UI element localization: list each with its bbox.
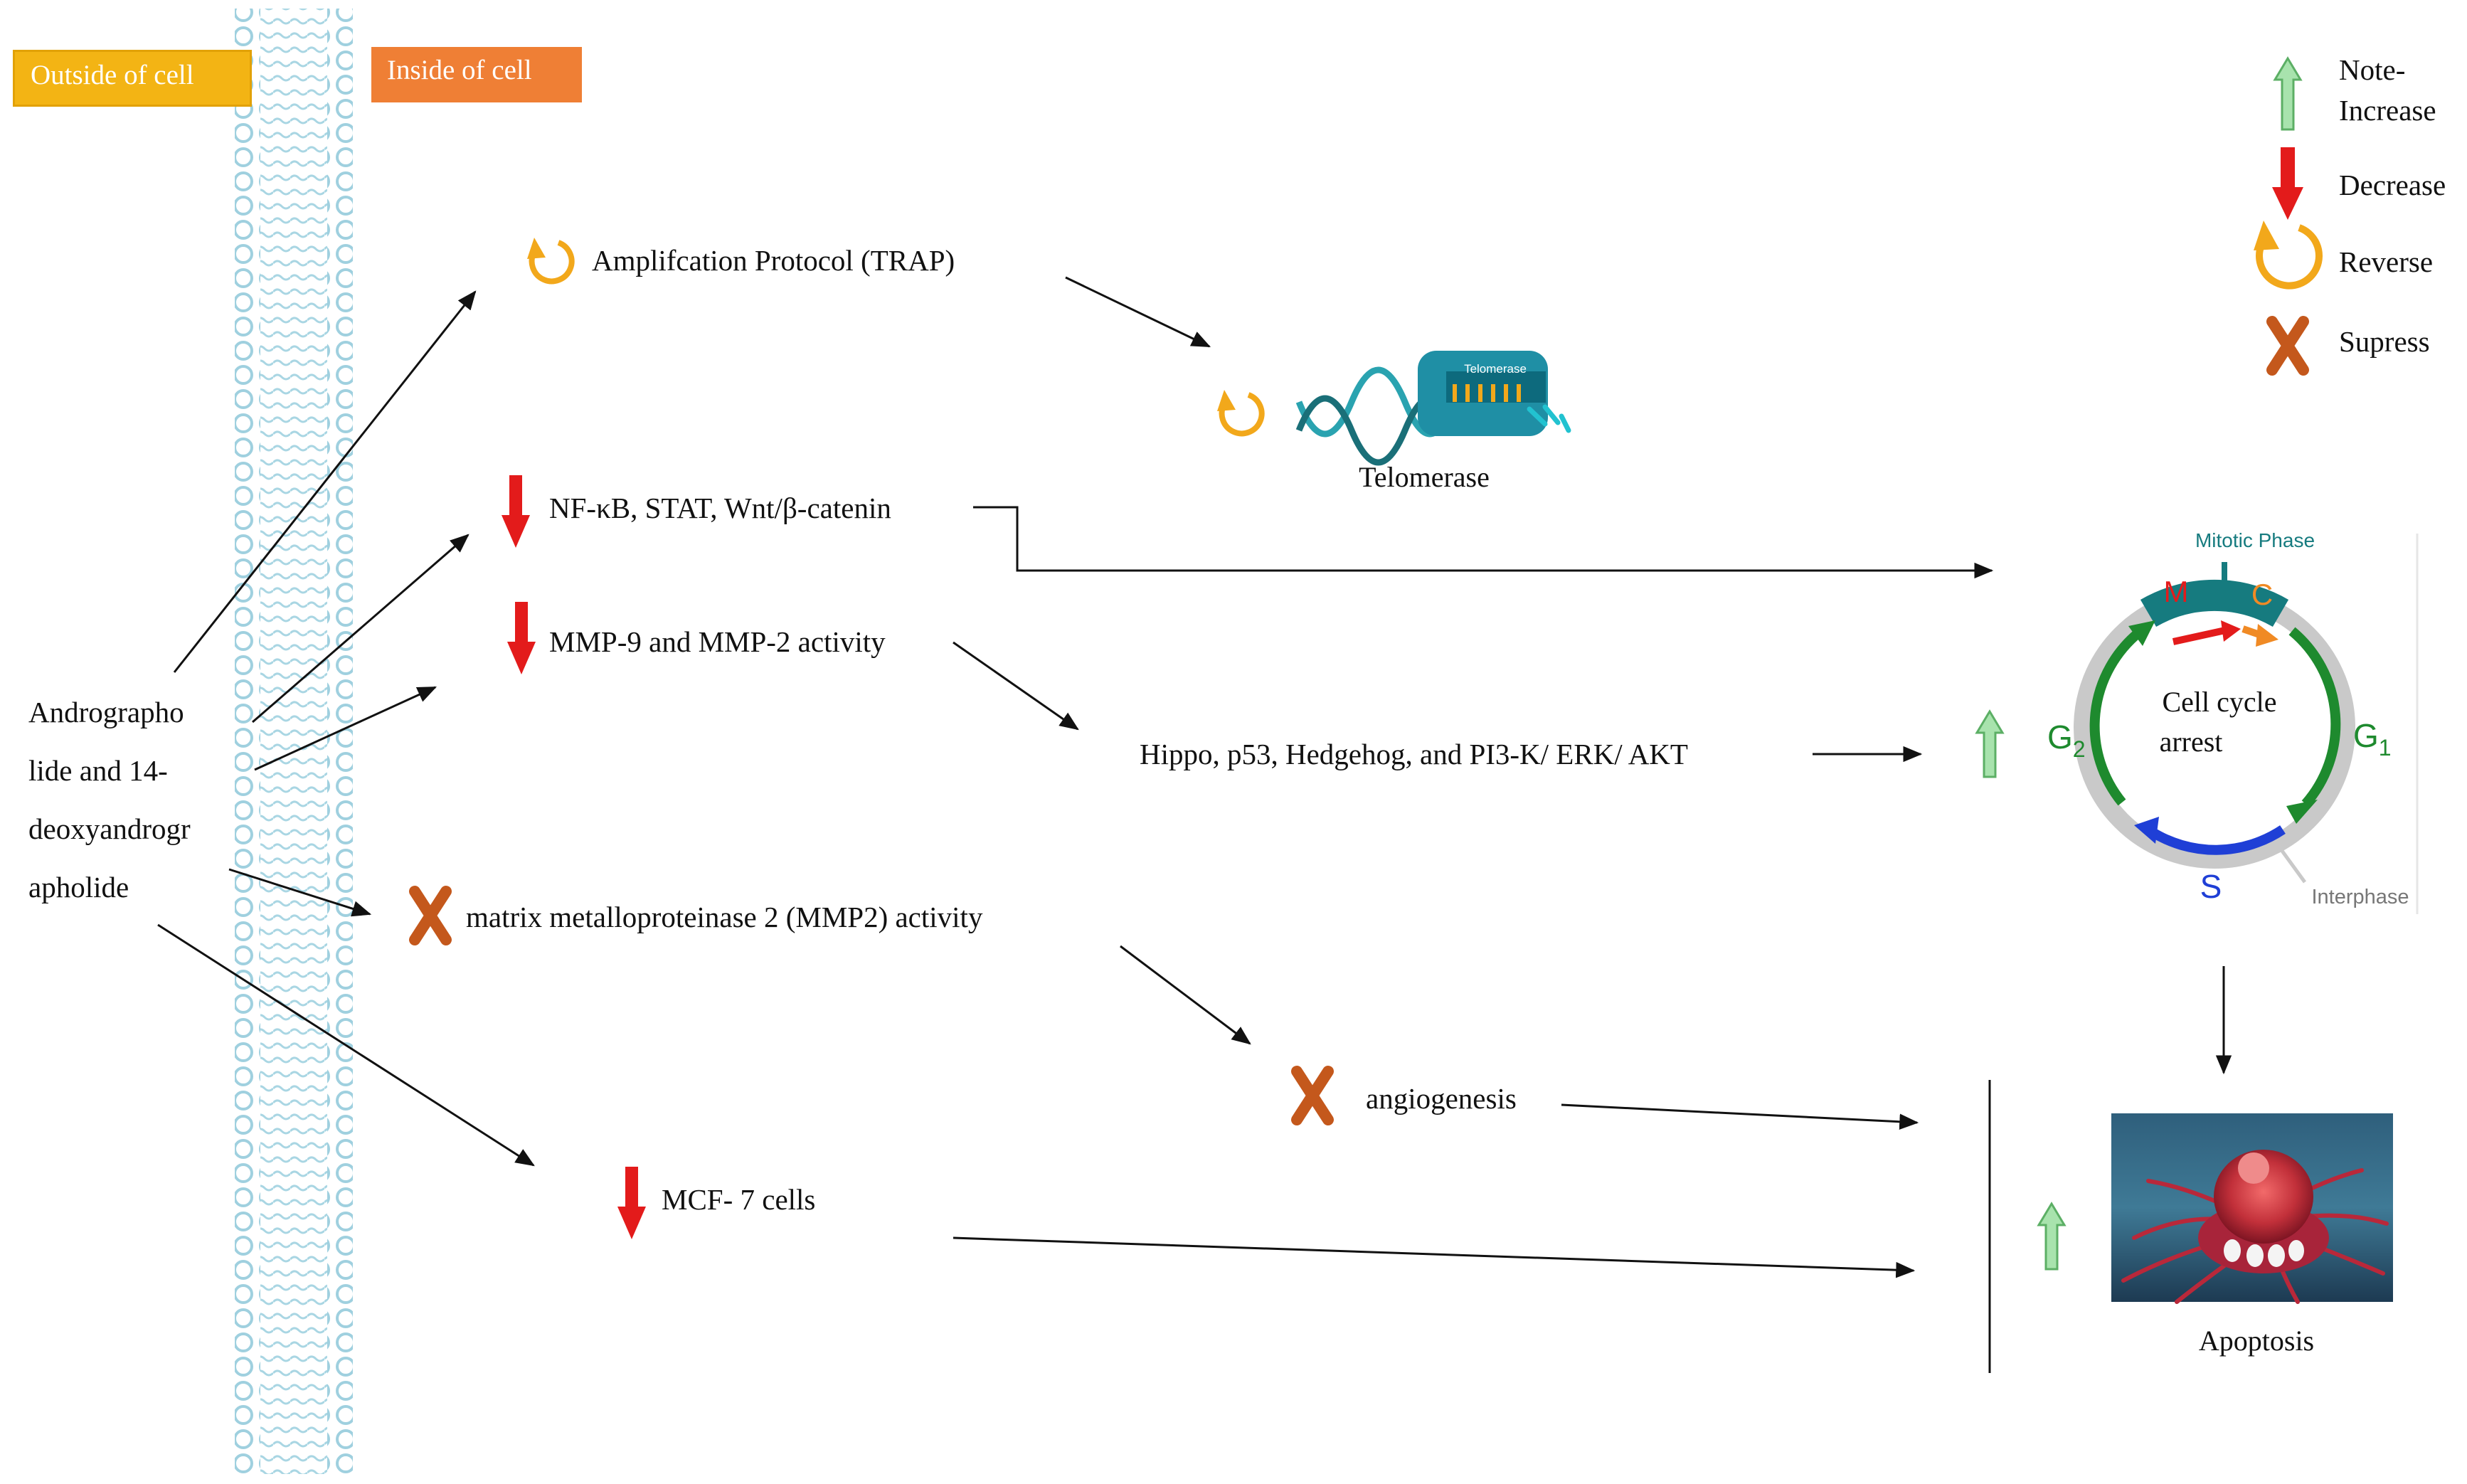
- inside-of-cell-tag: Inside of cell: [371, 47, 582, 102]
- arrow-mcf7-to-apoptosis: [953, 1236, 1916, 1278]
- legend-decrease-icon: [2272, 147, 2303, 220]
- drug-arrows: [157, 290, 535, 1167]
- g2-label: G2: [2047, 719, 2086, 762]
- g1-label: G1: [2353, 717, 2392, 760]
- arrow-mmp92-to-pathways: [953, 641, 1079, 731]
- apoptosis-caption: Apoptosis: [2199, 1325, 2314, 1357]
- legend-increase-icon: [2273, 56, 2303, 131]
- mitotic-phase-band: [2140, 579, 2289, 627]
- drug-label: Andrographo lide and 14- deoxyandrogr ap…: [28, 683, 235, 916]
- flow-arrows: [953, 276, 2232, 1373]
- legend-decrease-label: Decrease: [2339, 169, 2446, 201]
- drug-label-line: Andrographo: [28, 696, 184, 728]
- suppress-icon: [409, 886, 452, 945]
- g2-arc: [2089, 627, 2143, 806]
- drug-label-line: apholide: [28, 871, 129, 903]
- arrow-to-nfkb: [252, 534, 469, 724]
- mmp2-label: matrix metalloproteinase 2 (MMP2) activi…: [466, 901, 983, 933]
- arrow-trap-to-telomerase: [1065, 276, 1211, 348]
- c-label: C: [2251, 578, 2273, 611]
- legend-suppress-icon: [2266, 316, 2309, 376]
- reverse-icon: [527, 238, 575, 285]
- m-label: M: [2164, 575, 2189, 608]
- legend-symbols: [2254, 56, 2323, 376]
- s-label: S: [2200, 868, 2222, 905]
- arrow-mmp2-to-angiogenesis: [1120, 945, 1251, 1045]
- m-arrow: [2172, 627, 2227, 645]
- suppress-icon: [1291, 1066, 1334, 1125]
- mcf7-label: MCF- 7 cells: [662, 1183, 816, 1216]
- down-arrow-icon: [507, 602, 536, 674]
- outside-of-cell-tag: Outside of cell: [13, 50, 252, 107]
- drug-label-line: lide and 14-: [28, 754, 168, 787]
- arrow-to-mmp92: [254, 686, 437, 771]
- trap-label: Amplifcation Protocol (TRAP): [592, 244, 955, 277]
- cell-cycle-arrest-line1: Cell cycle: [2162, 686, 2276, 718]
- arrow-nfkb-to-cellcycle: [973, 506, 1994, 579]
- telomerase-caption: Telomerase: [1359, 461, 1490, 493]
- reverse-icon: [1217, 390, 1265, 437]
- legend-reverse-icon: [2254, 221, 2323, 290]
- interphase-label: Interphase: [2311, 886, 2409, 908]
- up-arrow-icon: [1975, 709, 2005, 778]
- down-arrow-icon: [617, 1167, 646, 1239]
- cell-cycle-arrest-line2: arrest: [2160, 726, 2223, 758]
- drug-label-line: deoxyandrogr: [28, 812, 191, 845]
- nfkb-label: NF-κB, STAT, Wnt/β-catenin: [549, 492, 891, 524]
- telomerase-graphic: Telomerase Telomerase: [1217, 351, 1571, 493]
- legend-reverse-label: Reverse: [2339, 245, 2434, 278]
- cell-membrane: [235, 9, 353, 1474]
- arrow-to-trap: [173, 290, 477, 673]
- apoptosis-image: Apoptosis: [2111, 1113, 2393, 1357]
- mmp9-mmp2-label: MMP-9 and MMP-2 activity: [549, 625, 886, 658]
- arrow-angiogenesis-to-apoptosis: [1561, 1103, 1919, 1130]
- angiogenesis-label: angiogenesis: [1366, 1082, 1517, 1115]
- mitotic-phase-label: Mitotic Phase: [2195, 529, 2315, 551]
- down-arrow-icon: [502, 475, 530, 548]
- legend-increase-label: Note- Increase: [2339, 53, 2436, 127]
- g1-arc: [2288, 627, 2341, 807]
- pathways-label: Hippo, p53, Hedgehog, and PI3-K/ ERK/ AK…: [1140, 738, 1688, 770]
- s-arc: [2148, 825, 2286, 855]
- arrow-to-mmp2: [228, 868, 372, 917]
- up-arrow-icon: [2037, 1202, 2067, 1271]
- telomerase-badge: Telomerase: [1464, 362, 1527, 376]
- cell-cycle-diagram: Mitotic Phase M C G2 G1 S Interphase Cel…: [2031, 529, 2421, 914]
- arrow-to-mcf7: [157, 923, 535, 1167]
- legend-suppress-label: Supress: [2339, 325, 2430, 358]
